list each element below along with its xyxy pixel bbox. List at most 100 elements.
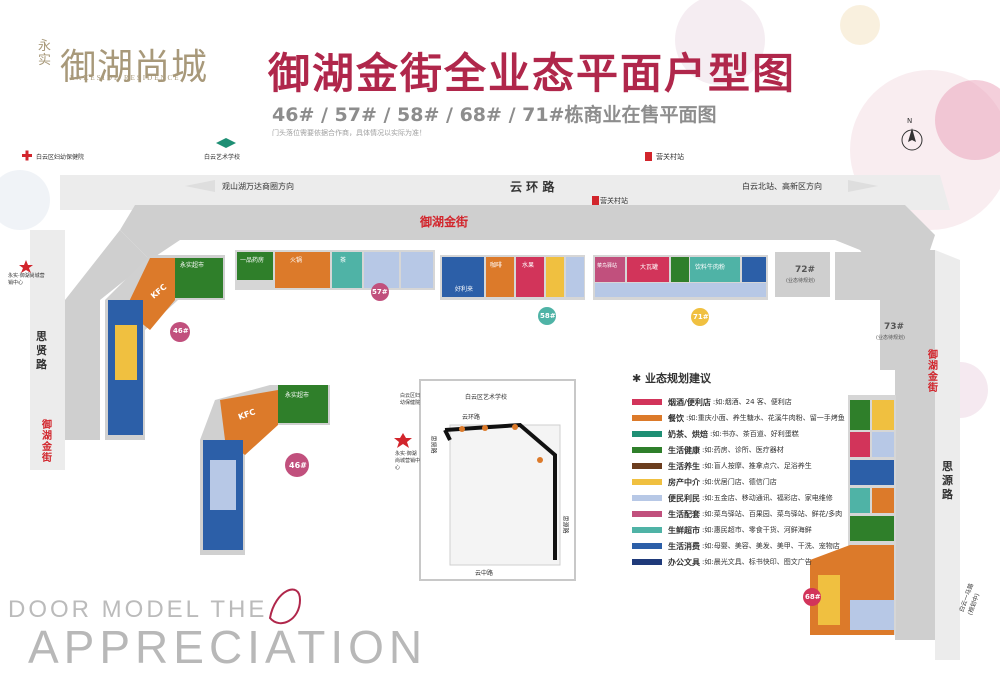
disclaimer-note: 门头落位需要依据合作商，具体情况以实际为准！ xyxy=(272,129,426,137)
minimap-school: 白云区艺术学校 xyxy=(465,394,508,401)
legend-swatch xyxy=(632,447,662,453)
hospital-label: 白云区妇幼保健院 xyxy=(36,154,85,161)
legend-swatch xyxy=(632,463,662,469)
legend-description: 如:书亦、茶百道、好利蛋糕 xyxy=(712,430,799,438)
shop-tea: 茶 xyxy=(340,257,347,264)
legend-category: 便民利民 xyxy=(668,493,700,503)
legend-item: 烟酒/便利店:如:烟酒、24 客、便利店 xyxy=(632,396,792,408)
shop-71b: 大瓦罐 xyxy=(640,264,659,271)
tag-46b: 46# xyxy=(289,461,307,470)
legend-swatch xyxy=(632,495,662,501)
road-yunhuan xyxy=(60,175,950,210)
minimap-hospital: 白云区妇幼保健院 xyxy=(400,393,421,406)
legend-description: 如:优居门店、德信门店 xyxy=(704,478,777,486)
road-yunhuan-label: 云 环 路 xyxy=(510,180,555,194)
legend-category: 房产中介 xyxy=(668,477,700,487)
footer-mark-icon xyxy=(268,588,302,625)
arrow-right-icon xyxy=(848,180,878,192)
legend-description: 如:晨光文具、标书快印、图文广告 xyxy=(704,558,812,566)
legend-description: 如:药房、诊所、医疗器材 xyxy=(704,446,784,454)
page-title: 御湖金街全业态平面户型图 xyxy=(268,49,797,98)
minimap-sixian: 思贤路 xyxy=(429,435,437,454)
tag-58-marker xyxy=(538,307,556,325)
legend-swatch xyxy=(632,511,662,517)
logo-english: LAKESIDE RESIDENCE xyxy=(70,74,181,82)
minimap-siyuan: 思源路 xyxy=(561,515,569,534)
tag-46b-marker xyxy=(285,453,309,477)
page-subtitle: 46# / 57# / 58# / 68# / 71#栋商业在售平面图 xyxy=(272,104,717,126)
legend-description: 如:盲人按摩、推拿点穴、足浴养生 xyxy=(704,462,812,470)
legend-description: 如:烟酒、24 客、便利店 xyxy=(715,398,792,406)
legend-swatch xyxy=(632,543,662,549)
building-73-sub: (业态待规划) xyxy=(876,335,905,341)
tag-68-marker xyxy=(803,588,821,606)
legend-category: 生活健康 xyxy=(668,445,700,455)
plaza-strip xyxy=(120,205,935,260)
building-72-label: 72# xyxy=(795,265,816,275)
logo-prefix: 永实 xyxy=(38,39,52,68)
building-46-bottom xyxy=(200,385,330,555)
building-72-sub: (业态待规划) xyxy=(786,278,815,284)
yuhu-jinjie-left-label: 御湖金街 xyxy=(42,420,52,464)
legend-item: 生鲜超市:如:惠民超市、零食干货、河鲜海鲜 xyxy=(632,524,812,536)
legend-swatch xyxy=(632,527,662,533)
shop-71a: 菜鸟驿站 xyxy=(597,263,618,269)
legend-description: 如:母婴、美容、美发、美甲、干洗、宠物店 xyxy=(704,542,840,550)
legend-swatch xyxy=(632,479,662,485)
building-73-label: 73# xyxy=(884,322,905,332)
school-label: 白云艺术学校 xyxy=(204,154,241,161)
compass-label: N xyxy=(907,117,913,125)
tag-57: 57# xyxy=(372,288,388,296)
road-siyuan xyxy=(935,250,960,660)
legend-item: 便民利民:如:五金店、移动通讯、福彩店、家电维修 xyxy=(632,492,833,504)
shop-yongshi-1: 永实超市 xyxy=(180,262,205,269)
shop-water: 水果 xyxy=(522,262,535,269)
legend-swatch xyxy=(632,431,662,437)
logo: 御湖尚城 xyxy=(60,47,209,88)
bus-stop-icon xyxy=(645,152,652,161)
footer-line2: APPRECIATION xyxy=(28,621,428,673)
building-71 xyxy=(593,255,768,300)
building-68 xyxy=(810,395,896,635)
legend-swatch xyxy=(632,559,662,565)
legend-category: 奶茶、烘焙 xyxy=(668,429,708,439)
shop-cafe: 咖啡 xyxy=(490,262,503,269)
tag-57-marker xyxy=(371,283,389,301)
legend-title: ✱ 业态规划建议 xyxy=(632,372,712,385)
shop-pharmacy: 一品药房 xyxy=(240,257,265,264)
yuhu-jinjie-top-label: 御湖金街 xyxy=(420,215,469,229)
compass-icon xyxy=(901,128,923,151)
legend-category: 办公文具 xyxy=(668,557,700,567)
legend-category: 生活养生 xyxy=(668,461,700,471)
legend-category: 生活消费 xyxy=(668,541,700,551)
legend-item: 办公文具:如:晨光文具、标书快印、图文广告 xyxy=(632,556,812,568)
yuhu-jinjie-right-label: 御湖金街 xyxy=(928,350,938,394)
legend-description: 如:五金店、移动通讯、福彩店、家电维修 xyxy=(704,494,833,502)
legend-description: 如:菜鸟驿站、百果园、菜鸟驿站、鲜花/多肉 xyxy=(704,510,843,518)
legend-item: 房产中介:如:优居门店、德信门店 xyxy=(632,476,777,488)
tag-58: 58# xyxy=(540,312,556,320)
shop-hotpot: 火锅 xyxy=(290,257,303,264)
tag-68: 68# xyxy=(805,593,821,601)
marketing-center-icon xyxy=(19,260,33,273)
school-icon xyxy=(216,138,236,148)
building-58 xyxy=(440,255,585,300)
legend-item: 餐饮:如:重庆小面、养生糖水、花溪牛肉粉、留一手烤鱼 xyxy=(632,412,845,424)
arrow-left-icon xyxy=(185,180,215,192)
building-73 xyxy=(835,252,910,370)
right-plaza xyxy=(860,250,935,640)
shop-71c: 饮料牛肉粉 xyxy=(695,264,726,271)
legend-item: 生活健康:如:药房、诊所、医疗器材 xyxy=(632,444,784,456)
marketing-center-label: 永实·御湖尚城营销中心 xyxy=(8,273,45,286)
shop-bakery: 好利来 xyxy=(455,286,474,293)
building-57 xyxy=(235,250,435,290)
legend-swatch xyxy=(632,415,662,421)
road-sixian xyxy=(30,230,65,470)
legend-item: 生活养生:如:盲人按摩、推拿点穴、足浴养生 xyxy=(632,460,812,472)
tag-71-marker xyxy=(691,308,709,326)
footer-line1: DOOR MODEL THE xyxy=(8,596,268,623)
sixian-road-label: 思贤路 xyxy=(36,330,47,371)
station-mid-label: 营关村站 xyxy=(600,197,628,205)
mini-map xyxy=(394,379,576,581)
